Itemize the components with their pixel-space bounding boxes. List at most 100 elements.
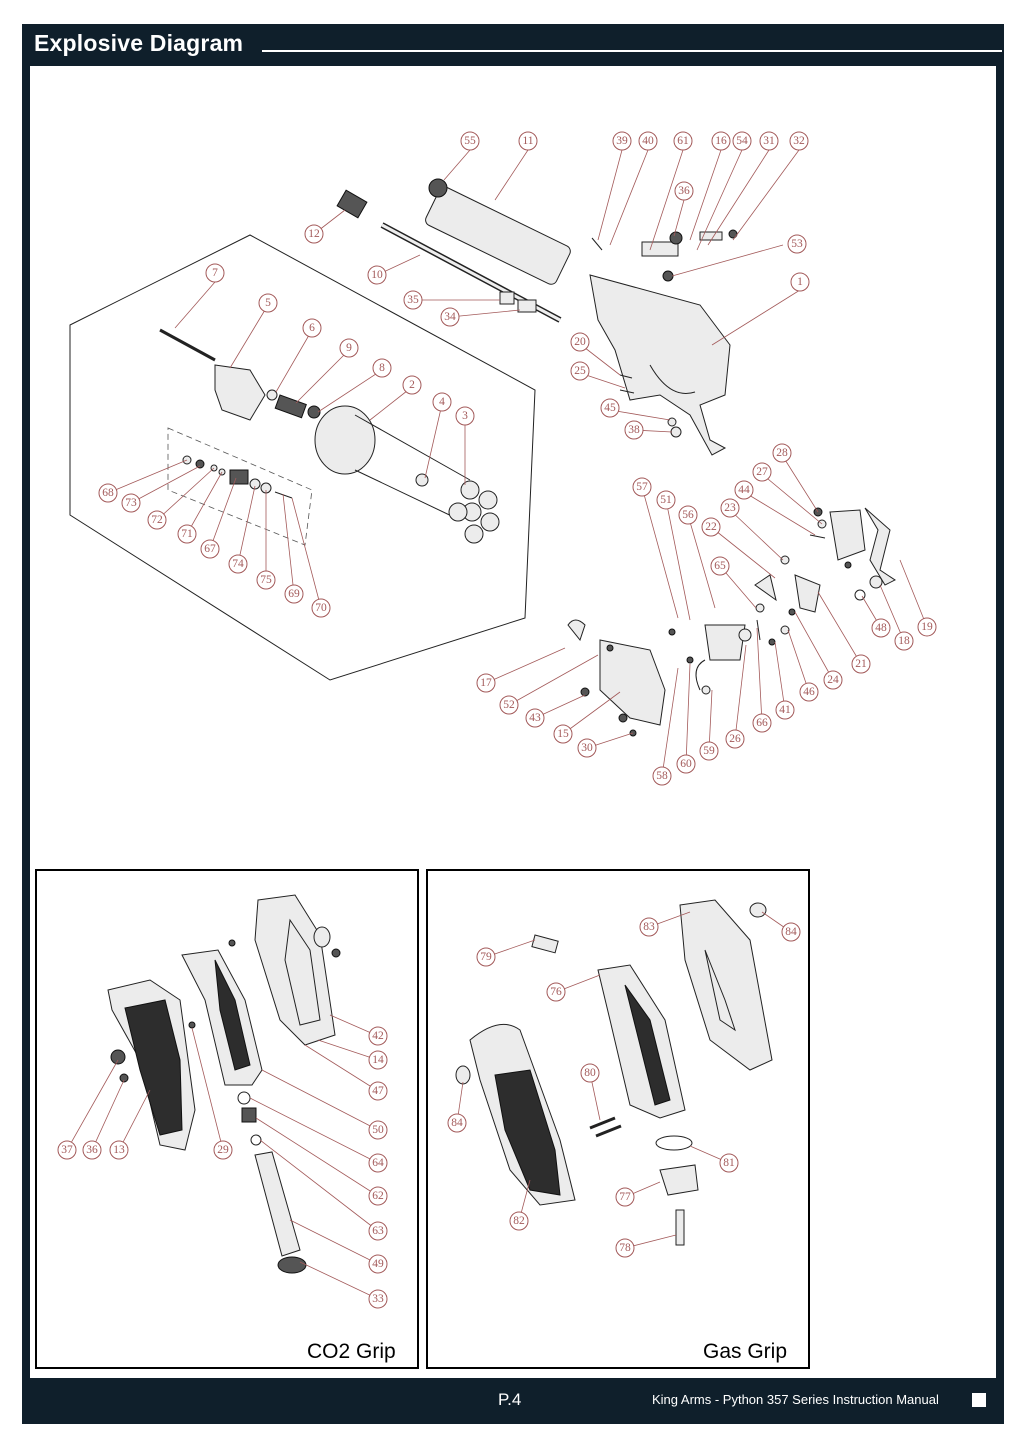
callout-83: 83: [639, 917, 659, 937]
svg-text:70: 70: [315, 602, 327, 614]
svg-text:75: 75: [260, 574, 272, 586]
trigger-group: [567, 507, 896, 737]
callout-34: 34: [440, 307, 460, 327]
svg-text:16: 16: [715, 135, 727, 147]
callout-30: 30: [577, 738, 597, 758]
svg-text:42: 42: [372, 1030, 384, 1042]
svg-text:21: 21: [855, 658, 867, 670]
svg-text:8: 8: [379, 362, 385, 374]
callout-50: 50: [368, 1120, 388, 1140]
callout-51: 51: [656, 490, 676, 510]
callout-36: 36: [674, 181, 694, 201]
svg-text:72: 72: [151, 514, 163, 526]
callout-68: 68: [98, 483, 118, 503]
svg-text:24: 24: [827, 674, 839, 686]
svg-text:12: 12: [308, 228, 320, 240]
callout-54: 54: [732, 131, 752, 151]
callout-5: 5: [258, 293, 278, 313]
callout-62: 62: [368, 1186, 388, 1206]
svg-text:28: 28: [776, 447, 788, 459]
svg-text:79: 79: [480, 951, 492, 963]
callout-18: 18: [894, 631, 914, 651]
svg-text:26: 26: [729, 733, 741, 745]
callout-1: 1: [790, 272, 810, 292]
callout-65: 65: [710, 556, 730, 576]
svg-text:36: 36: [678, 185, 690, 197]
callout-82: 82: [509, 1211, 529, 1231]
svg-text:76: 76: [550, 986, 562, 998]
svg-text:84: 84: [451, 1117, 463, 1129]
callout-13: 13: [109, 1140, 129, 1160]
callout-19: 19: [917, 617, 937, 637]
svg-text:71: 71: [181, 528, 193, 540]
callout-2: 2: [402, 375, 422, 395]
callout-4: 4: [432, 392, 452, 412]
svg-text:23: 23: [724, 502, 736, 514]
svg-text:29: 29: [217, 1144, 229, 1156]
svg-text:34: 34: [444, 311, 456, 323]
callouts-gas: 83 84 79 76 80 81 77 78 84 82: [447, 911, 801, 1258]
svg-text:32: 32: [793, 135, 805, 147]
gas-grip-parts: [455, 899, 773, 1246]
callout-49: 49: [368, 1254, 388, 1274]
callout-45: 45: [600, 398, 620, 418]
callout-72: 72: [147, 510, 167, 530]
valve-group-outline: [167, 427, 313, 546]
callout-66: 66: [752, 713, 772, 733]
svg-text:43: 43: [529, 712, 541, 724]
svg-text:74: 74: [232, 558, 244, 570]
svg-text:39: 39: [616, 135, 628, 147]
svg-text:1: 1: [797, 276, 803, 288]
callout-46: 46: [799, 682, 819, 702]
svg-text:25: 25: [574, 365, 586, 377]
callout-40: 40: [638, 131, 658, 151]
callout-48: 48: [871, 618, 891, 638]
svg-text:4: 4: [439, 396, 445, 408]
svg-text:69: 69: [288, 588, 300, 600]
barrel-shroud: [425, 178, 571, 285]
callout-55: 55: [460, 131, 480, 151]
callout-16: 16: [711, 131, 731, 151]
upper-small-parts: [591, 229, 738, 282]
svg-text:27: 27: [756, 466, 768, 478]
co2-grip-label: CO2 Grip: [307, 1340, 396, 1363]
callout-41: 41: [775, 700, 795, 720]
callout-42: 42: [368, 1026, 388, 1046]
svg-text:52: 52: [503, 699, 515, 711]
footer-square-mark: [972, 1393, 986, 1407]
page-title: Explosive Diagram: [34, 30, 244, 56]
callout-12: 12: [304, 224, 324, 244]
svg-text:63: 63: [372, 1225, 384, 1237]
callout-58: 58: [652, 766, 672, 786]
callout-67: 67: [200, 539, 220, 559]
frame-pins: [619, 374, 682, 438]
svg-text:41: 41: [779, 704, 791, 716]
callout-60: 60: [676, 754, 696, 774]
svg-text:49: 49: [372, 1258, 384, 1270]
svg-text:47: 47: [372, 1085, 384, 1097]
valve-parts: [182, 455, 293, 499]
callout-84-left: 84: [447, 1113, 467, 1133]
svg-text:18: 18: [898, 635, 910, 647]
callout-24: 24: [823, 670, 843, 690]
svg-text:50: 50: [372, 1124, 384, 1136]
callout-69: 69: [284, 584, 304, 604]
svg-text:82: 82: [513, 1215, 525, 1227]
cartridges: [448, 480, 500, 544]
svg-text:58: 58: [656, 770, 668, 782]
callout-33: 33: [368, 1289, 388, 1309]
callout-81: 81: [719, 1153, 739, 1173]
callout-38: 38: [624, 420, 644, 440]
callout-75: 75: [256, 570, 276, 590]
callout-28: 28: [772, 443, 792, 463]
svg-text:2: 2: [409, 379, 415, 391]
svg-text:17: 17: [480, 677, 492, 689]
callout-59: 59: [699, 741, 719, 761]
svg-text:68: 68: [102, 487, 114, 499]
callout-29: 29: [213, 1140, 233, 1160]
hop-up-parts: [499, 291, 537, 313]
callout-44: 44: [734, 480, 754, 500]
svg-text:6: 6: [309, 322, 315, 334]
callout-6: 6: [302, 318, 322, 338]
svg-text:20: 20: [574, 336, 586, 348]
